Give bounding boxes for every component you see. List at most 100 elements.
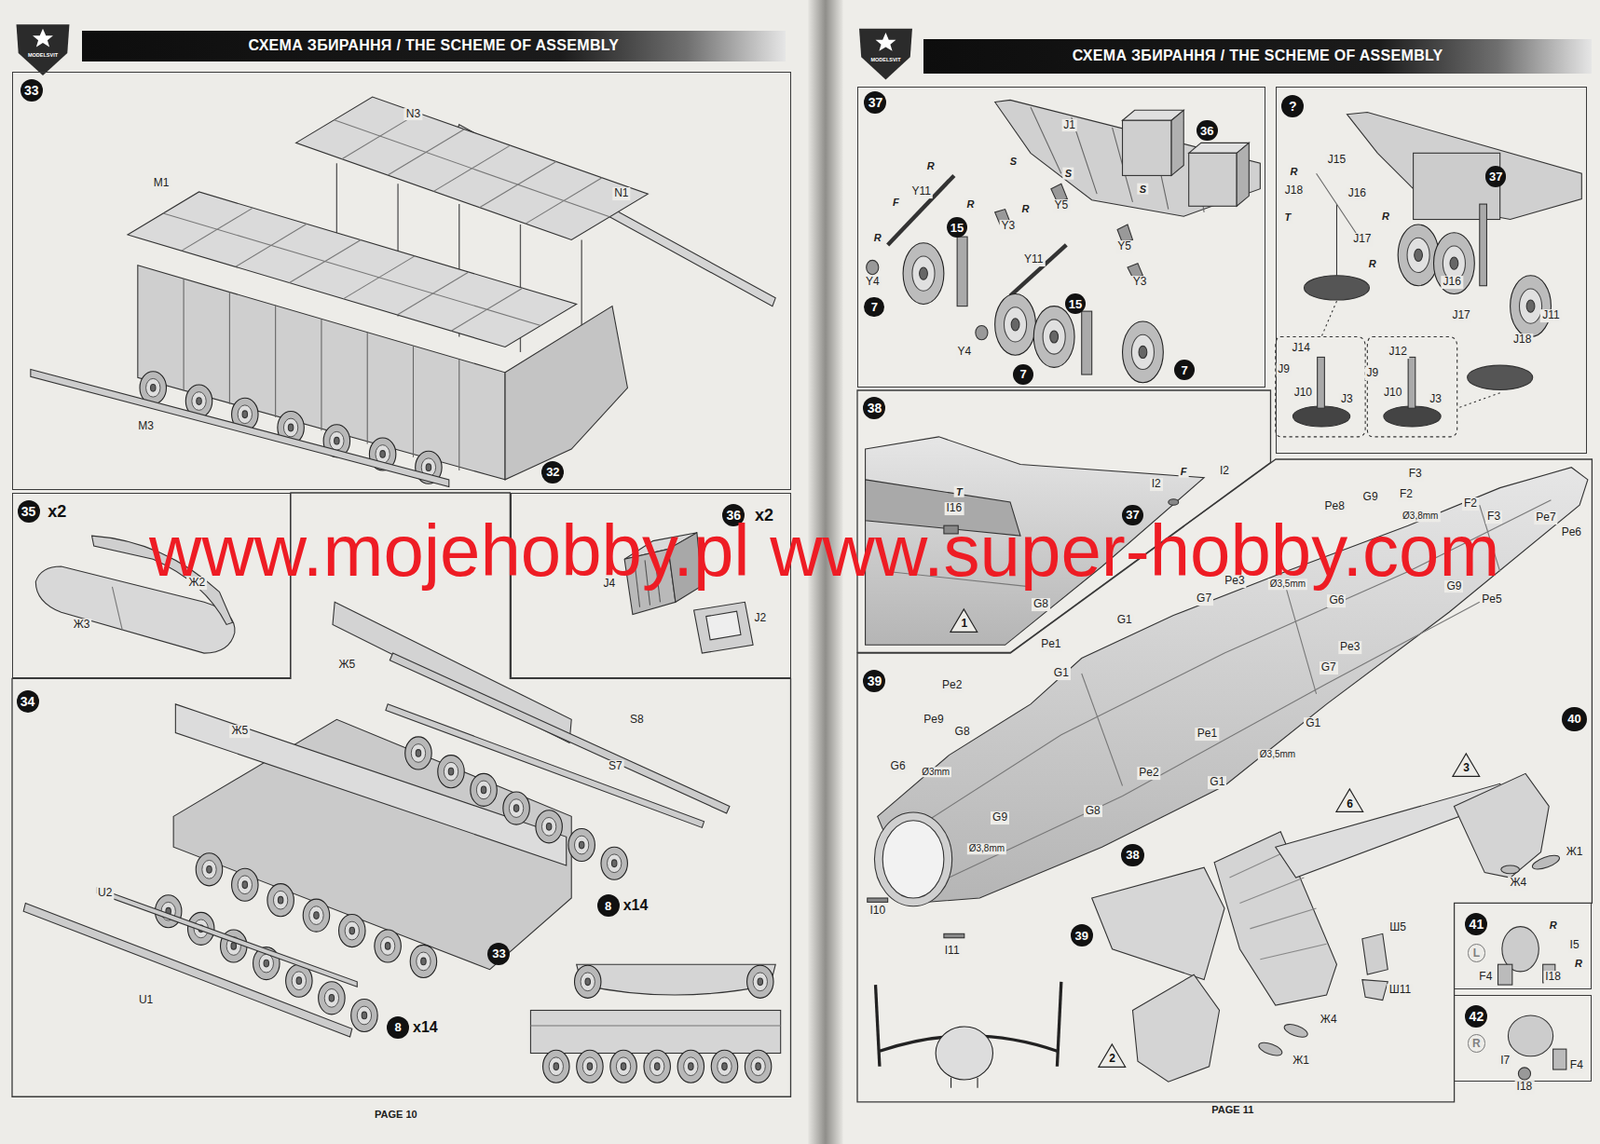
tail-assembly <box>1362 980 1388 1001</box>
part-label: J11 <box>1540 310 1561 324</box>
part-label: Ш11 <box>1387 984 1413 998</box>
trailer-wing-assembly <box>163 213 541 326</box>
part-label: G8 <box>953 725 972 739</box>
callout-number: 7 <box>1020 367 1027 382</box>
view-triangle: 3 <box>1451 752 1481 778</box>
landing-gear-assembly <box>1030 107 1062 174</box>
variant-circle: R <box>1467 1034 1487 1053</box>
part-label: J12 <box>1386 345 1409 359</box>
callout-circle: 15 <box>1065 293 1086 315</box>
landing-gear-assembly <box>866 259 879 274</box>
part-label: Pe5 <box>1479 593 1504 607</box>
part-label: I10 <box>867 904 888 918</box>
part-label: G8 <box>1031 598 1051 612</box>
trailer-bed-assembly <box>610 1050 637 1083</box>
callout-number: 40 <box>1567 711 1581 726</box>
part-label: Ж5 <box>229 724 250 739</box>
part-label: Ж1 <box>1564 847 1586 861</box>
fuselage <box>867 898 889 903</box>
trailer-wing-assembly <box>30 96 776 487</box>
callout-circle: 15 <box>946 217 968 238</box>
part-label: Y3 <box>1131 275 1149 289</box>
landing-gear-assembly <box>1122 120 1173 176</box>
page-number: PAGE 11 <box>1209 1104 1256 1117</box>
step-number: 42 <box>1464 1005 1488 1028</box>
trailer-wing-assembly <box>30 369 450 488</box>
trailer-wing-assembly <box>412 345 414 457</box>
logo-shield <box>32 28 54 48</box>
trailer-bed-assembly <box>601 847 628 880</box>
box-part <box>706 611 741 641</box>
trailer-bed-assembly <box>470 773 497 807</box>
front-view <box>875 984 880 1067</box>
trailer-wing-assembly <box>320 319 322 431</box>
trailer-bed-assembly <box>351 998 378 1032</box>
trailer-bed-assembly <box>302 899 329 932</box>
paint-mark: R <box>1547 919 1559 932</box>
step-number: 38 <box>862 396 886 420</box>
variant-letter: L <box>1473 946 1480 960</box>
triangle-marker <box>950 609 978 632</box>
watermark: www.mojehobby.pl www.super-hobby.com <box>149 514 1500 588</box>
part-label: Y3 <box>999 219 1018 233</box>
variant-letter: R <box>1472 1037 1481 1051</box>
part-label: I11 <box>943 944 962 958</box>
part-label: Ж1 <box>1290 1054 1312 1068</box>
part-label: G1 <box>1303 718 1323 732</box>
page-title: СХЕМА ЗБИРАННЯ / THE SCHEME OF ASSEMBLY <box>1072 47 1444 65</box>
trailer-wing-assembly <box>296 96 649 240</box>
part-label: M1 <box>151 177 172 191</box>
paint-mark: R <box>1572 957 1585 970</box>
step-panel: 33 32 <box>12 71 792 491</box>
trailer-wing-assembly <box>127 191 577 348</box>
step-number: 41 <box>1464 913 1488 936</box>
trailer-bed-assembly <box>574 965 601 999</box>
fuselage <box>882 820 944 899</box>
part-label: J1 <box>1061 119 1078 133</box>
callout-circle: 33 <box>487 943 510 966</box>
part-label: I18 <box>1515 1080 1535 1095</box>
paint-mark: R <box>1020 203 1032 216</box>
view-number: 1 <box>960 616 968 630</box>
callout-number: 7 <box>871 300 878 315</box>
trailer-bed-assembly <box>175 704 566 866</box>
paint-mark: F <box>1178 465 1190 479</box>
part-label: Ж4 <box>1508 876 1530 890</box>
dimension-label: Ø3mm <box>919 766 952 779</box>
part-label: Pe6 <box>1559 526 1584 540</box>
trailer-bed-assembly <box>747 965 774 999</box>
trailer-bed-assembly <box>503 792 530 825</box>
callout-circle: 32 <box>541 461 564 484</box>
callout-circle: 37 <box>1485 165 1506 187</box>
step-number: 33 <box>20 79 43 102</box>
tail-assembly <box>1239 877 1304 903</box>
callout-number: 33 <box>492 946 506 961</box>
callout-circle: 8x14 <box>597 894 620 917</box>
part-label: Pe9 <box>921 713 945 727</box>
tail-assembly <box>1501 865 1520 875</box>
trailer-bed-assembly <box>410 944 437 978</box>
trailer-wing-assembly <box>183 278 185 391</box>
part-label: J18 <box>1283 184 1305 198</box>
part-label: I16 <box>944 503 965 517</box>
part-label: G8 <box>1083 805 1103 819</box>
callout-circle: 36 <box>1196 120 1218 141</box>
view-triangle: 1 <box>949 608 979 633</box>
fairing-part <box>111 587 123 631</box>
view-triangle: 2 <box>1097 1043 1127 1068</box>
part-label: F3 <box>1407 467 1424 481</box>
part-label: Y4 <box>863 275 882 289</box>
tail-assembly <box>1259 943 1327 959</box>
main-gear-detail <box>1397 224 1439 287</box>
landing-gear-assembly <box>866 99 1261 383</box>
part-label: Y5 <box>1052 199 1070 213</box>
variant-circle: L <box>1467 943 1487 963</box>
trailer-bed-assembly <box>677 1050 704 1083</box>
callout-number: 38 <box>1125 847 1139 862</box>
tail-assembly <box>1362 933 1388 975</box>
logo-shield <box>16 24 70 76</box>
tail-assembly <box>1282 1022 1309 1040</box>
callout-number: 15 <box>950 220 964 235</box>
part-label: G9 <box>990 811 1010 825</box>
